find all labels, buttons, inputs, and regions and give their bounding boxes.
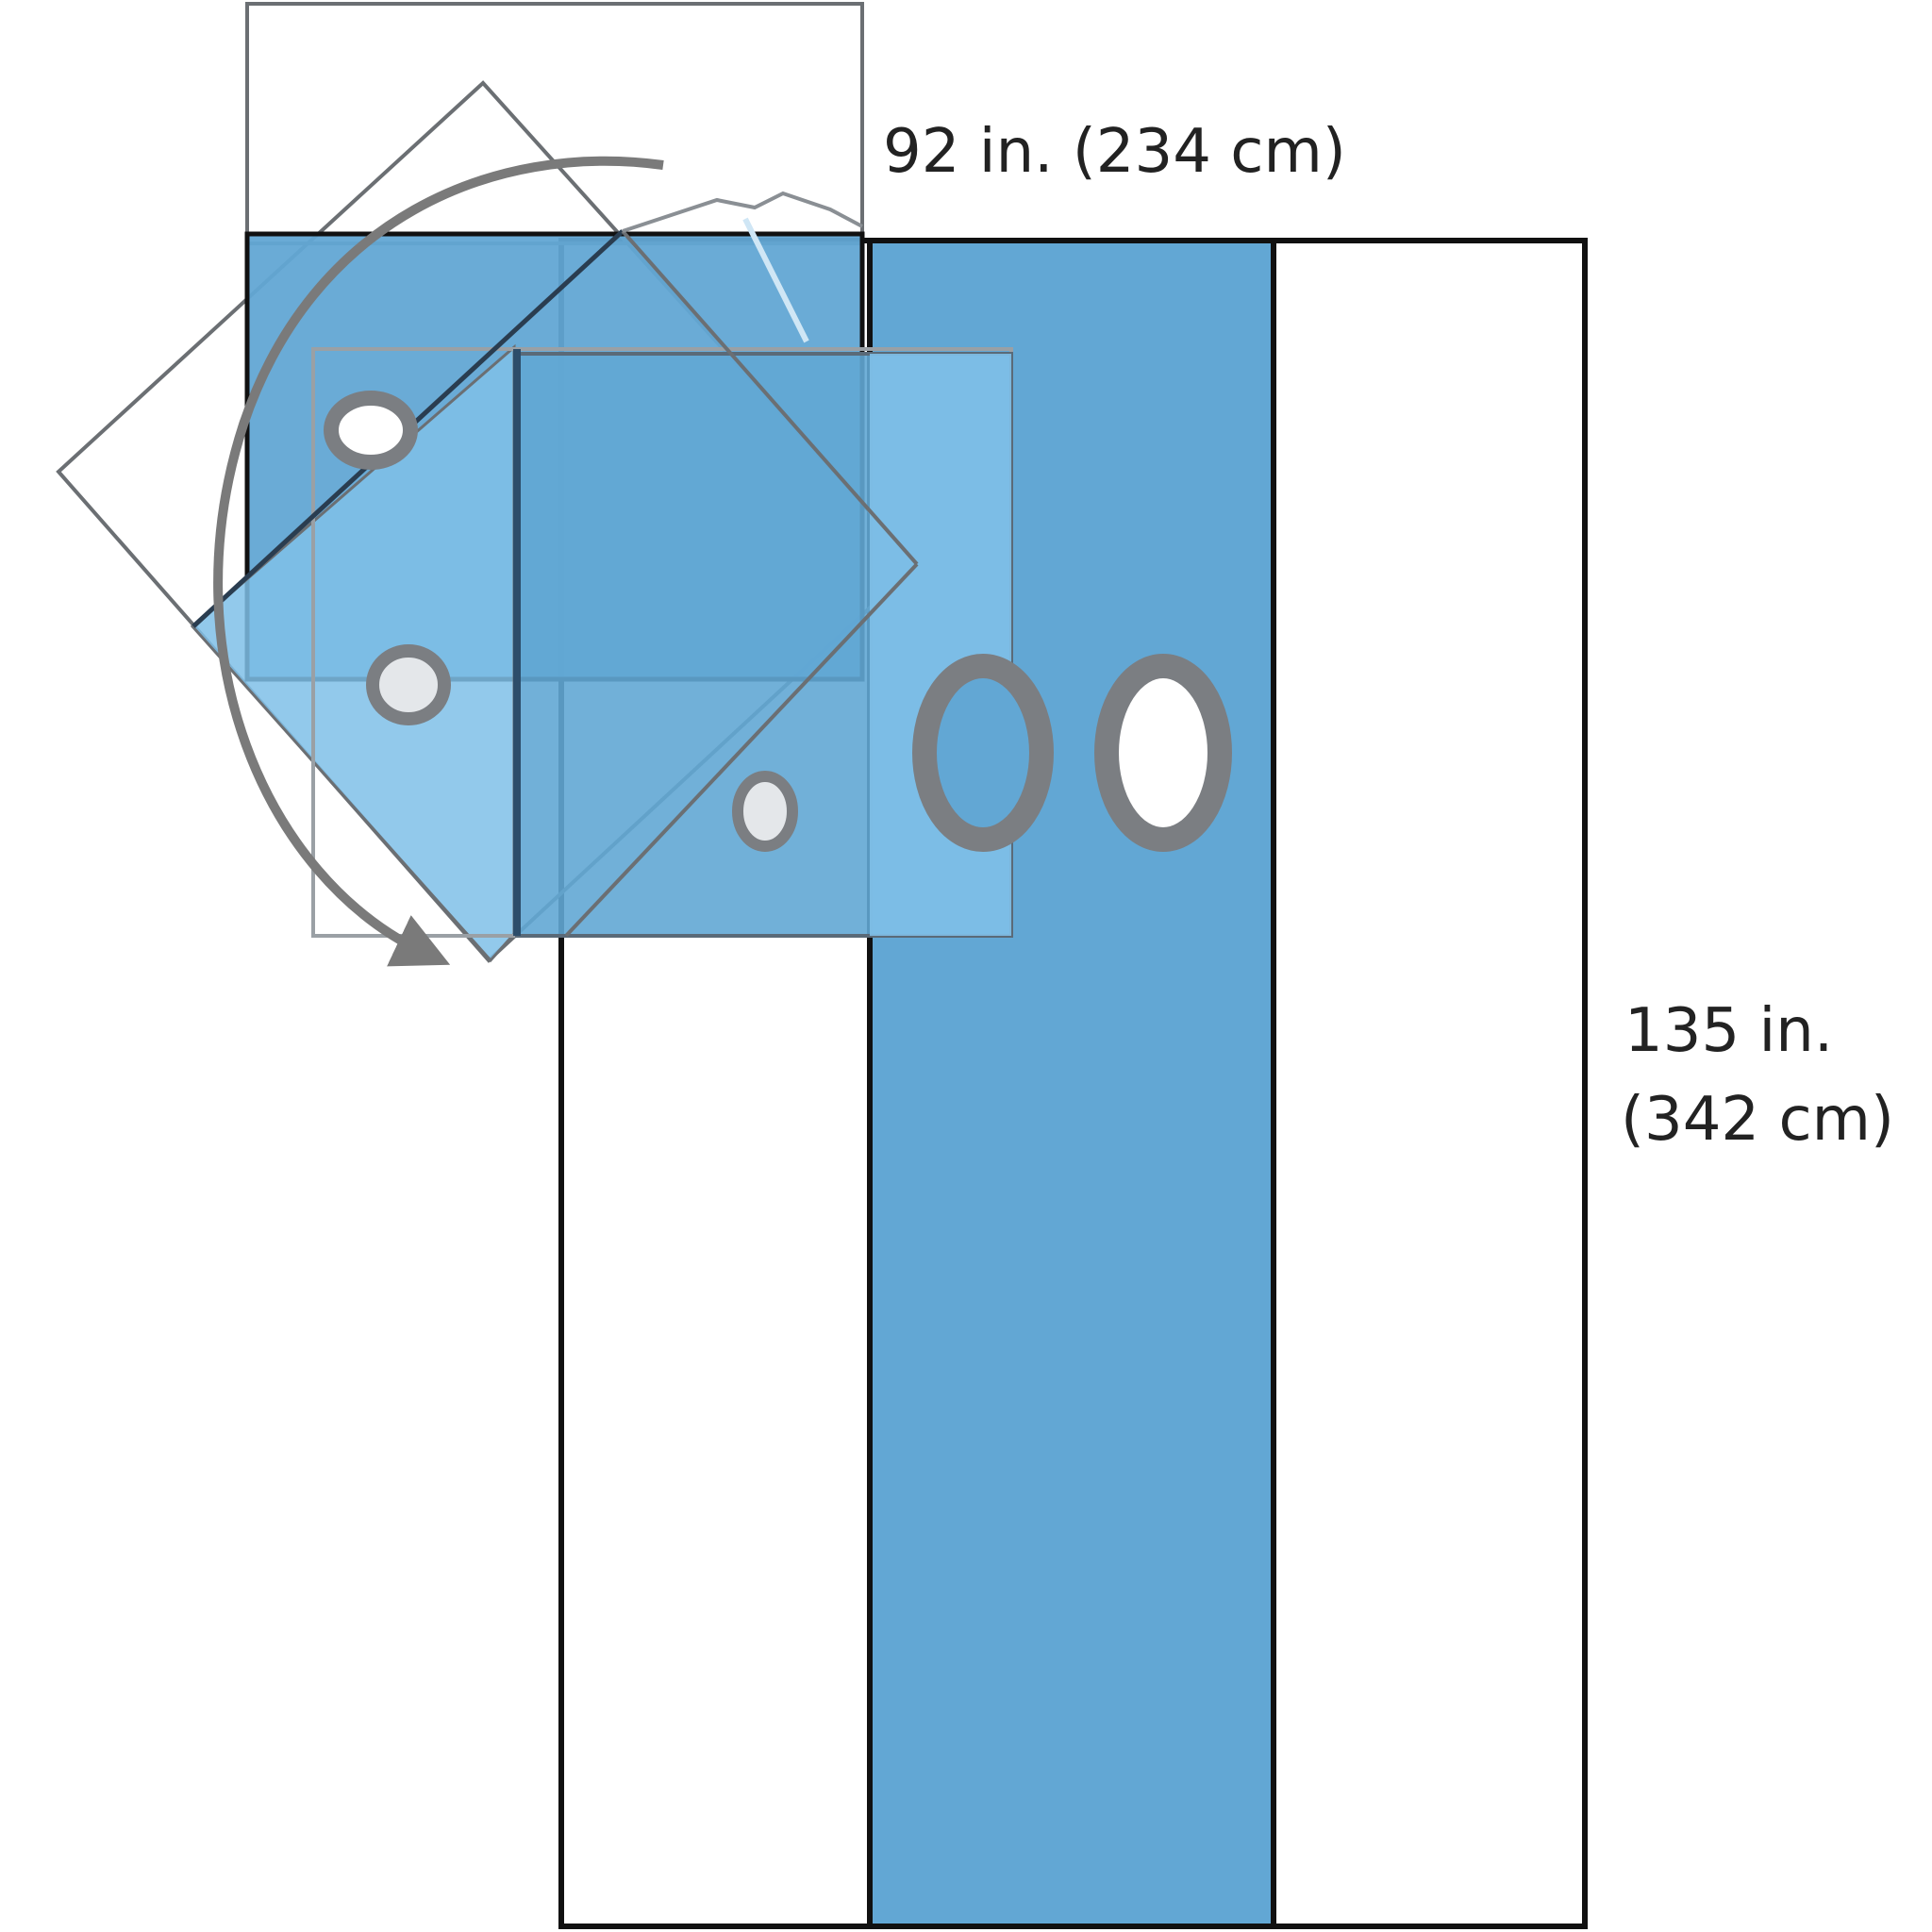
curved-arrow-icon xyxy=(213,156,664,967)
fenestration-ring-1 xyxy=(324,391,418,470)
crease-line xyxy=(742,217,809,343)
fenestration-ring-3 xyxy=(732,771,798,852)
large-fenestration-ring-left xyxy=(912,654,1054,852)
diagonal-fold-line-c xyxy=(564,562,919,938)
height-dimension-label-cm: (342 cm) xyxy=(1621,1085,1894,1155)
width-dimension-label: 92 in. (234 cm) xyxy=(883,117,1346,187)
top-fold-outline xyxy=(245,2,864,245)
large-fenestration-ring-right xyxy=(1094,654,1232,852)
diagonal-fold-line-b xyxy=(621,229,919,566)
height-dimension-label-inches: 135 in. xyxy=(1624,996,1834,1066)
crumpled-edge xyxy=(622,191,863,233)
fenestration-ring-2 xyxy=(366,644,451,725)
